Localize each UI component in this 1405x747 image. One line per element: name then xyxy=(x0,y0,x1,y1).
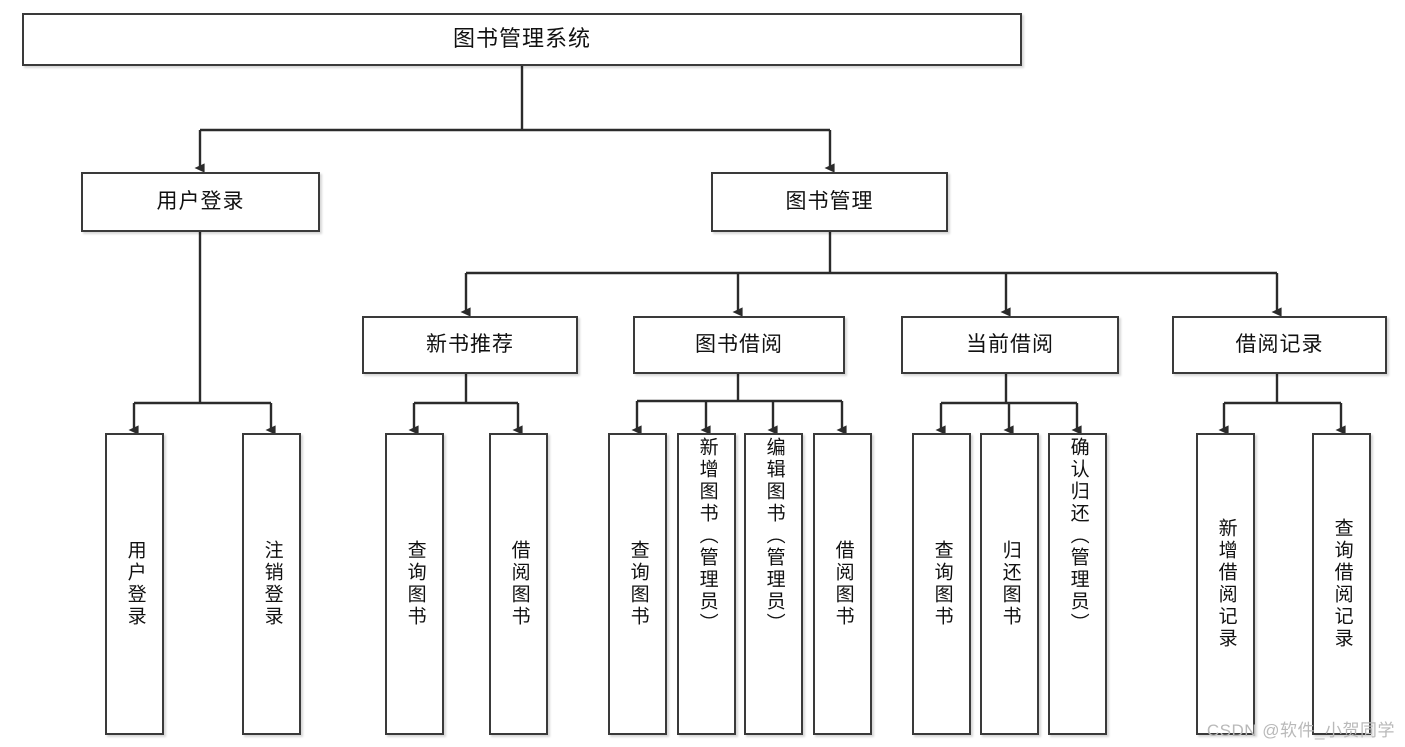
leaf-confirm-return-admin[interactable]: 确认归还（管理员） xyxy=(1048,433,1107,735)
node-label: 归还图书 xyxy=(999,540,1021,628)
node-label: 新增图书（管理员） xyxy=(696,437,718,635)
leaf-query-book-borrow[interactable]: 查询图书 xyxy=(608,433,667,735)
node-borrow-record[interactable]: 借阅记录 xyxy=(1172,316,1387,374)
node-label: 用户登录 xyxy=(124,540,146,628)
leaf-edit-book-admin[interactable]: 编辑图书（管理员） xyxy=(744,433,803,735)
leaf-query-book-recommend[interactable]: 查询图书 xyxy=(385,433,444,735)
node-label: 借阅图书 xyxy=(508,540,530,628)
leaf-borrow-book-recommend[interactable]: 借阅图书 xyxy=(489,433,548,735)
csdn-watermark: CSDN @软件_小贺同学 xyxy=(1206,721,1395,740)
node-label: 新增借阅记录 xyxy=(1215,518,1237,650)
leaf-add-book-admin[interactable]: 新增图书（管理员） xyxy=(677,433,736,735)
node-label: 当前借阅 xyxy=(966,333,1054,357)
node-book-management[interactable]: 图书管理 xyxy=(711,172,948,232)
leaf-add-borrow-record[interactable]: 新增借阅记录 xyxy=(1196,433,1255,735)
leaf-query-book-current[interactable]: 查询图书 xyxy=(912,433,971,735)
node-current-borrow[interactable]: 当前借阅 xyxy=(901,316,1119,374)
node-label: 图书管理系统 xyxy=(452,26,591,52)
node-book-borrow[interactable]: 图书借阅 xyxy=(633,316,845,374)
leaf-borrow-book[interactable]: 借阅图书 xyxy=(813,433,872,735)
node-label: 确认归还（管理员） xyxy=(1067,437,1089,635)
node-label: 图书管理 xyxy=(785,190,874,214)
node-new-book-recommend[interactable]: 新书推荐 xyxy=(362,316,578,374)
node-label: 图书借阅 xyxy=(695,333,783,357)
node-label: 查询借阅记录 xyxy=(1331,518,1353,650)
node-label: 借阅记录 xyxy=(1235,333,1324,357)
node-label: 查询图书 xyxy=(931,540,953,628)
node-root-book-management-system[interactable]: 图书管理系统 xyxy=(22,13,1022,66)
node-label: 用户登录 xyxy=(156,190,245,214)
node-label: 编辑图书（管理员） xyxy=(763,437,785,635)
node-label: 注销登录 xyxy=(261,540,283,628)
node-label: 借阅图书 xyxy=(832,540,854,628)
node-user-login[interactable]: 用户登录 xyxy=(81,172,320,232)
node-label: 新书推荐 xyxy=(426,333,514,357)
leaf-user-logout[interactable]: 注销登录 xyxy=(242,433,301,735)
leaf-query-borrow-record[interactable]: 查询借阅记录 xyxy=(1312,433,1371,735)
leaf-return-book[interactable]: 归还图书 xyxy=(980,433,1039,735)
leaf-user-login[interactable]: 用户登录 xyxy=(105,433,164,735)
node-label: 查询图书 xyxy=(404,540,426,628)
node-label: 查询图书 xyxy=(627,540,649,628)
